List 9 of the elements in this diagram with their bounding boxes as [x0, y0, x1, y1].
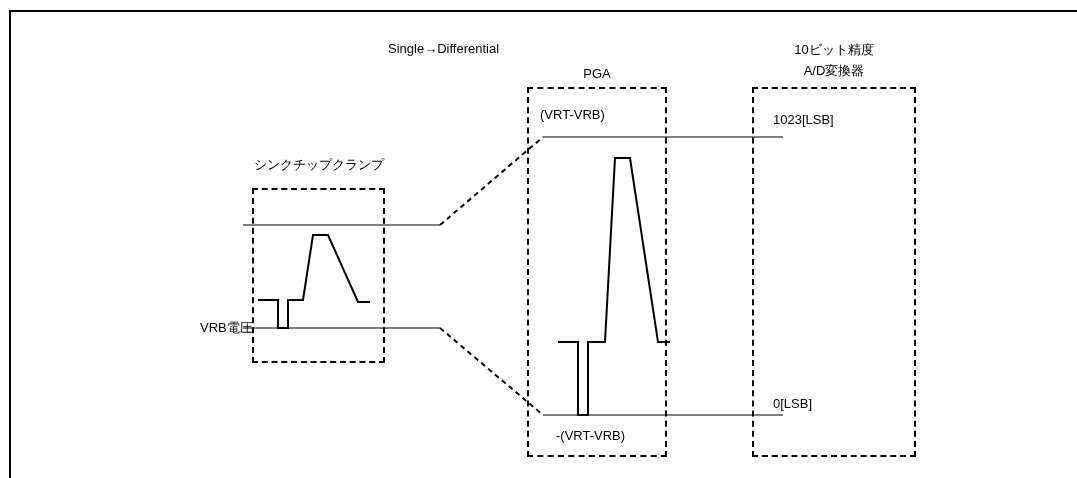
- level-label: (VRT-VRB): [540, 107, 605, 123]
- block-title: 10ビット精度A/D変換器: [793, 41, 875, 80]
- signal-conversion-note: Single→Differential: [388, 41, 500, 57]
- level-label: 0[LSB]: [773, 396, 813, 412]
- level-label: 1023[LSB]: [773, 112, 834, 128]
- level-label: VRB電圧: [200, 320, 253, 336]
- level-label: -(VRT-VRB): [556, 428, 626, 444]
- block-title: シンクチップクランプ: [252, 156, 386, 174]
- block-title: PGA: [582, 65, 612, 83]
